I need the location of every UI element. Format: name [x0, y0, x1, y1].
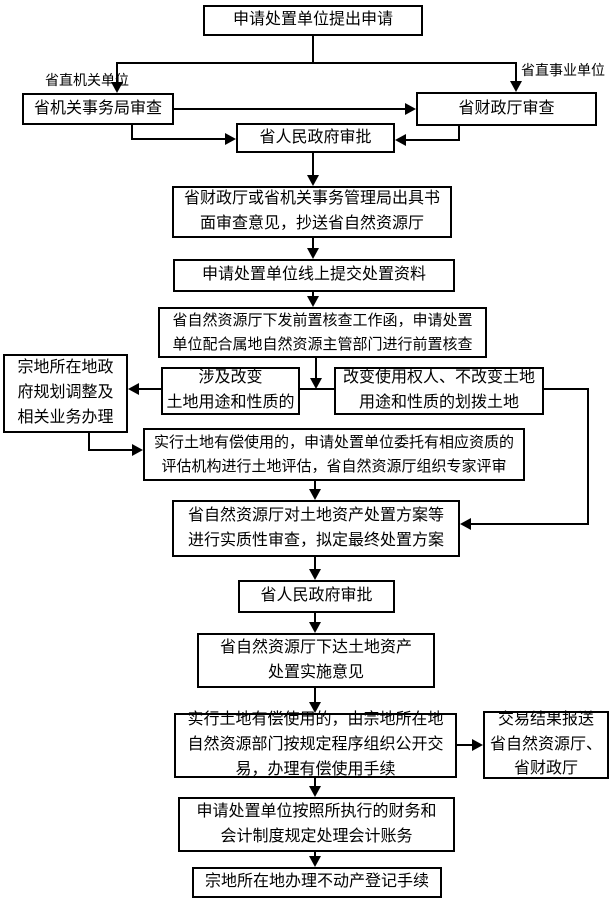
node-open-transaction-paid-use: 实行土地有偿使用的，由宗地所在地 自然资源部门按规定程序组织公开交 易，办理有偿… — [174, 711, 457, 778]
connector-approval2-down — [314, 613, 316, 622]
node-change-land-use-nature: 涉及改变 土地用途和性质的 — [161, 367, 300, 415]
node-land-valuation-expert-review: 实行土地有偿使用的，申请处置单位委托有相应资质的 评估机构进行土地评估，省自然资… — [143, 428, 525, 481]
node-substantive-review-final-plan: 省自然资源厅对土地资产处置方案等 进行实质性审查，拟定最终处置方案 — [172, 500, 460, 557]
node-provincial-government-approval-2: 省人民政府审批 — [238, 580, 395, 613]
arrowhead-into-substantive-review-right — [460, 518, 471, 530]
connector-to-local-gov — [139, 388, 161, 390]
arrowhead-into-finance-left — [405, 103, 416, 115]
arrowhead-into-registration — [309, 856, 321, 867]
arrowhead-into-approval1-right — [395, 134, 406, 146]
arrowhead-into-written-opinion — [307, 175, 319, 186]
connector-transaction-down — [314, 778, 316, 786]
branch-label-government-unit: 省直机关单位 — [45, 70, 129, 90]
connector-bypass-down — [587, 388, 589, 525]
node-accounting-treatment: 申请处置单位按照所执行的财务和 会计制度规定处理会计账务 — [178, 797, 455, 852]
connector-precheck-down — [315, 358, 317, 378]
connector-start-down — [312, 36, 314, 62]
node-pre-check-letter: 省自然资源厅下发前置核查工作函，申请处置 单位配合属地自然资源主管部门进行前置核… — [158, 307, 487, 358]
arrowhead-into-substantive-review — [309, 489, 321, 500]
connector-right-drop — [515, 62, 517, 81]
connector-left-drop — [116, 62, 118, 82]
arrowhead-into-finance-dept — [510, 81, 522, 92]
node-change-holder-allocated-land: 改变使用权人、不改变土地 用途和性质的划拨土地 — [334, 367, 544, 415]
connector-to-report — [457, 744, 472, 746]
arrowhead-into-approval1-left — [225, 133, 236, 145]
connector-organ-down — [131, 125, 133, 140]
connector-organ-to-finance — [174, 108, 405, 110]
connector-localgov-down — [88, 433, 90, 451]
arrowhead-into-organ-affairs — [111, 82, 123, 93]
node-apply-start: 申请处置单位提出申请 — [203, 5, 423, 36]
arrowhead-into-online-submit — [307, 248, 319, 259]
node-online-submit-materials: 申请处置单位线上提交处置资料 — [173, 259, 455, 292]
connector-submit-down — [312, 292, 314, 296]
arrowhead-into-transaction — [309, 702, 321, 713]
connector-localgov-right — [88, 449, 132, 451]
arrowhead-into-issue-opinion — [309, 622, 321, 633]
arrowhead-into-local-gov — [128, 383, 139, 395]
arrowhead-into-report — [472, 739, 483, 751]
connector-review-down — [314, 557, 316, 569]
connector-split-bar — [116, 62, 517, 64]
node-real-estate-registration: 宗地所在地办理不动产登记手续 — [192, 867, 442, 898]
arrowhead-into-approval2 — [309, 569, 321, 580]
node-provincial-government-approval-1: 省人民政府审批 — [236, 123, 395, 153]
connector-branch-bar — [298, 388, 336, 390]
connector-accounting-down — [314, 852, 316, 856]
arrowhead-into-valuation — [132, 444, 143, 456]
arrowhead-into-pre-check — [307, 296, 319, 307]
connector-opinion-down — [312, 238, 314, 248]
connector-finance-down — [458, 126, 460, 141]
connector-finance-to-approval — [406, 139, 460, 141]
node-issue-implementation-opinion: 省自然资源厅下达土地资产 处置实施意见 — [197, 633, 435, 688]
node-report-transaction-result: 交易结果报送 省自然资源厅、 省财政厅 — [483, 711, 609, 779]
connector-organ-to-approval — [131, 138, 225, 140]
node-local-gov-planning-adjust: 宗地所在地政 府规划调整及 相关业务办理 — [3, 354, 128, 433]
arrowhead-into-accounting — [309, 786, 321, 797]
connector-approval1-down — [312, 153, 314, 175]
connector-opinion2-down — [314, 688, 316, 702]
connector-bypass-right — [544, 388, 589, 390]
node-finance-dept-review: 省财政厅审查 — [416, 92, 597, 126]
connector-bypass-left — [471, 523, 589, 525]
arrowhead-branch-junction — [310, 378, 322, 389]
node-written-review-opinion: 省财政厅或省机关事务管理局出具书 面审查意见，抄送省自然资源厅 — [172, 186, 452, 238]
branch-label-institution-unit: 省直事业单位 — [521, 60, 605, 80]
connector-valuation-down — [314, 481, 316, 489]
node-organ-affairs-bureau-review: 省机关事务局审查 — [22, 93, 174, 125]
